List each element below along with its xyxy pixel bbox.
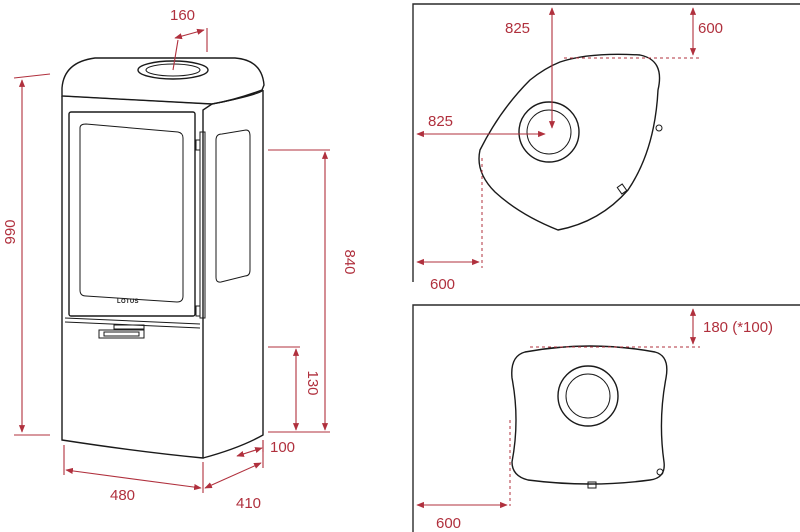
stove-front-view: LOTUS xyxy=(61,57,265,459)
stove-body-side xyxy=(202,89,264,459)
stove-body-front xyxy=(61,96,213,459)
wall-installation-view xyxy=(412,304,800,532)
dim-flue-offset: 160 xyxy=(170,7,195,24)
corner-stove-outline xyxy=(478,53,661,231)
dim-air-inlet-height: 130 xyxy=(304,370,321,395)
air-control-lever xyxy=(113,324,145,330)
door-frame xyxy=(68,111,196,317)
dim-total-height: 990 xyxy=(2,219,19,244)
dim-flue-height: 840 xyxy=(341,249,358,274)
dim-base-offset: 100 xyxy=(270,439,295,456)
dim-corner-horizontal: 825 xyxy=(428,113,453,130)
flue-outlet-top xyxy=(137,60,209,80)
corner-walls xyxy=(412,3,800,282)
door-glass xyxy=(79,123,184,303)
corner-installation-view xyxy=(412,3,800,282)
dim-wall-clearance-left: 600 xyxy=(430,276,455,293)
wall-flue-ring-outer xyxy=(557,365,619,427)
dim-width: 480 xyxy=(110,487,135,504)
wall-stove-outline xyxy=(511,345,668,485)
dim-corner-vertical: 825 xyxy=(505,20,530,37)
corner-view-dimensions: 825 825 600 600 xyxy=(416,7,723,293)
dim-side-clearance: 600 xyxy=(436,515,461,532)
wall-lines xyxy=(412,304,800,532)
lower-panel-divider xyxy=(64,317,201,325)
door-handle xyxy=(199,131,206,319)
side-window xyxy=(215,129,251,283)
dim-depth: 410 xyxy=(236,495,261,512)
dim-wall-clearance-top: 600 xyxy=(698,20,723,37)
dim-rear-clearance: 180 (*100) xyxy=(703,319,773,336)
front-view-dimensions: 160 990 840 130 100 480 410 xyxy=(2,7,358,512)
wall-view-dimensions: 180 (*100) 600 xyxy=(416,308,773,532)
corner-flue-ring-outer xyxy=(518,101,580,163)
brand-label: LOTUS xyxy=(117,299,139,305)
